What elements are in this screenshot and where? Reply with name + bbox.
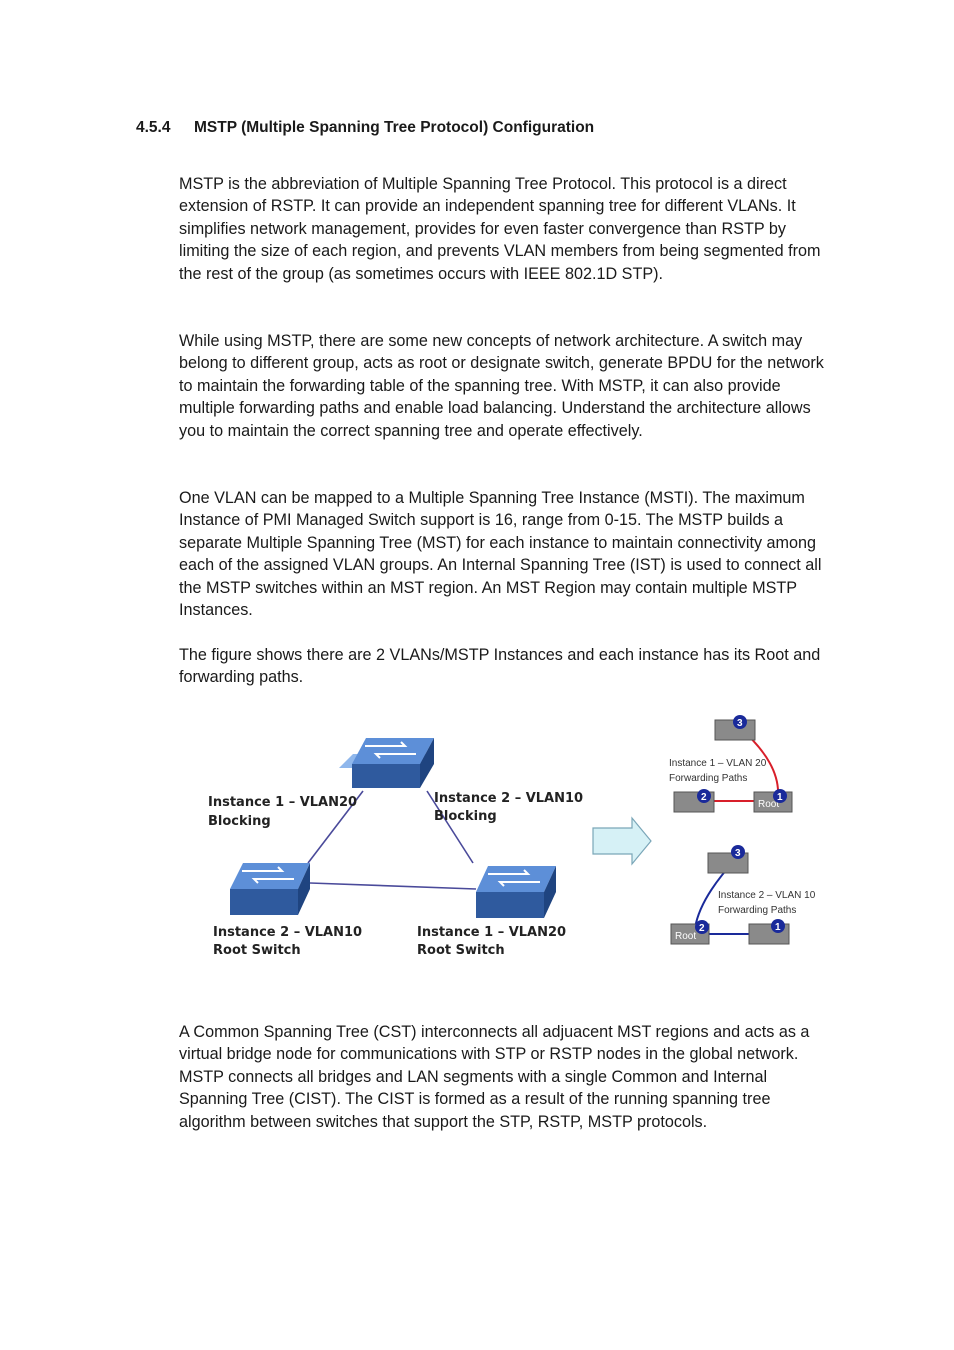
badge-2-number: 2	[701, 792, 707, 803]
switch-icon	[339, 738, 434, 788]
label-inst1-blocking-line1: Instance 1 – VLAN20	[208, 795, 357, 810]
section-heading: 4.5.4 MSTP (Multiple Spanning Tree Protoc…	[136, 119, 594, 137]
badge-3	[733, 715, 747, 729]
label-inst1-blocking-line2: Blocking	[208, 814, 271, 829]
section-title: MSTP (Multiple Spanning Tree Protocol) C…	[194, 119, 595, 136]
badge-3-number: 3	[737, 718, 743, 729]
label-inst2-root-line1: Instance 2 – VLAN10	[213, 925, 362, 940]
instance1-forwarding-diagram: Root 3 2 1 Instance 1 – VLAN 20 Forwardi…	[669, 715, 793, 813]
instance2-forwarding-diagram: Root 3 2 1 Instance 2 – VLAN 10 Forwardi…	[670, 845, 816, 945]
instance1-caption-line2: Forwarding Paths	[669, 773, 747, 784]
badge-2	[695, 920, 709, 934]
root-label: Root	[675, 931, 696, 942]
root-label: Root	[758, 799, 779, 810]
link-top-left	[307, 790, 364, 864]
instance1-caption-line1: Instance 1 – VLAN 20	[669, 758, 767, 769]
section-number: 4.5.4	[136, 119, 171, 136]
paragraph-mstp-intro: MSTP is the abbreviation of Multiple Spa…	[179, 175, 821, 283]
instance2-caption-line2: Forwarding Paths	[718, 905, 796, 916]
link-bottom	[309, 882, 477, 890]
switch-icon	[230, 863, 310, 915]
label-inst2-blocking-line1: Instance 2 – VLAN10	[434, 791, 583, 806]
paragraph-cst: A Common Spanning Tree (CST) interconnec…	[179, 1023, 810, 1131]
badge-3	[731, 845, 745, 859]
paragraph-figure-intro: The figure shows there are 2 VLANs/MSTP …	[179, 646, 821, 687]
label-inst1-root-line2: Root Switch	[417, 943, 505, 958]
badge-3-number: 3	[735, 848, 741, 859]
paragraph-architecture: While using MSTP, there are some new con…	[179, 332, 824, 440]
paragraph-msti: One VLAN can be mapped to a Multiple Spa…	[179, 489, 822, 620]
badge-2-number: 2	[699, 923, 705, 934]
switch-icon	[476, 866, 556, 918]
link-top-right	[426, 790, 474, 864]
label-inst2-blocking-line2: Blocking	[434, 809, 497, 824]
arrow-right-icon	[592, 816, 652, 866]
badge-1	[773, 789, 787, 803]
badge-1-number: 1	[777, 792, 783, 803]
instance2-caption-line1: Instance 2 – VLAN 10	[718, 890, 816, 901]
mstp-instances-figure: Instance 1 – VLAN20 Blocking Instance 2 …	[208, 715, 816, 958]
label-inst1-root-line1: Instance 1 – VLAN20	[417, 925, 566, 940]
badge-1	[771, 919, 785, 933]
label-inst2-root-line2: Root Switch	[213, 943, 301, 958]
badge-2	[697, 789, 711, 803]
badge-1-number: 1	[775, 922, 781, 933]
